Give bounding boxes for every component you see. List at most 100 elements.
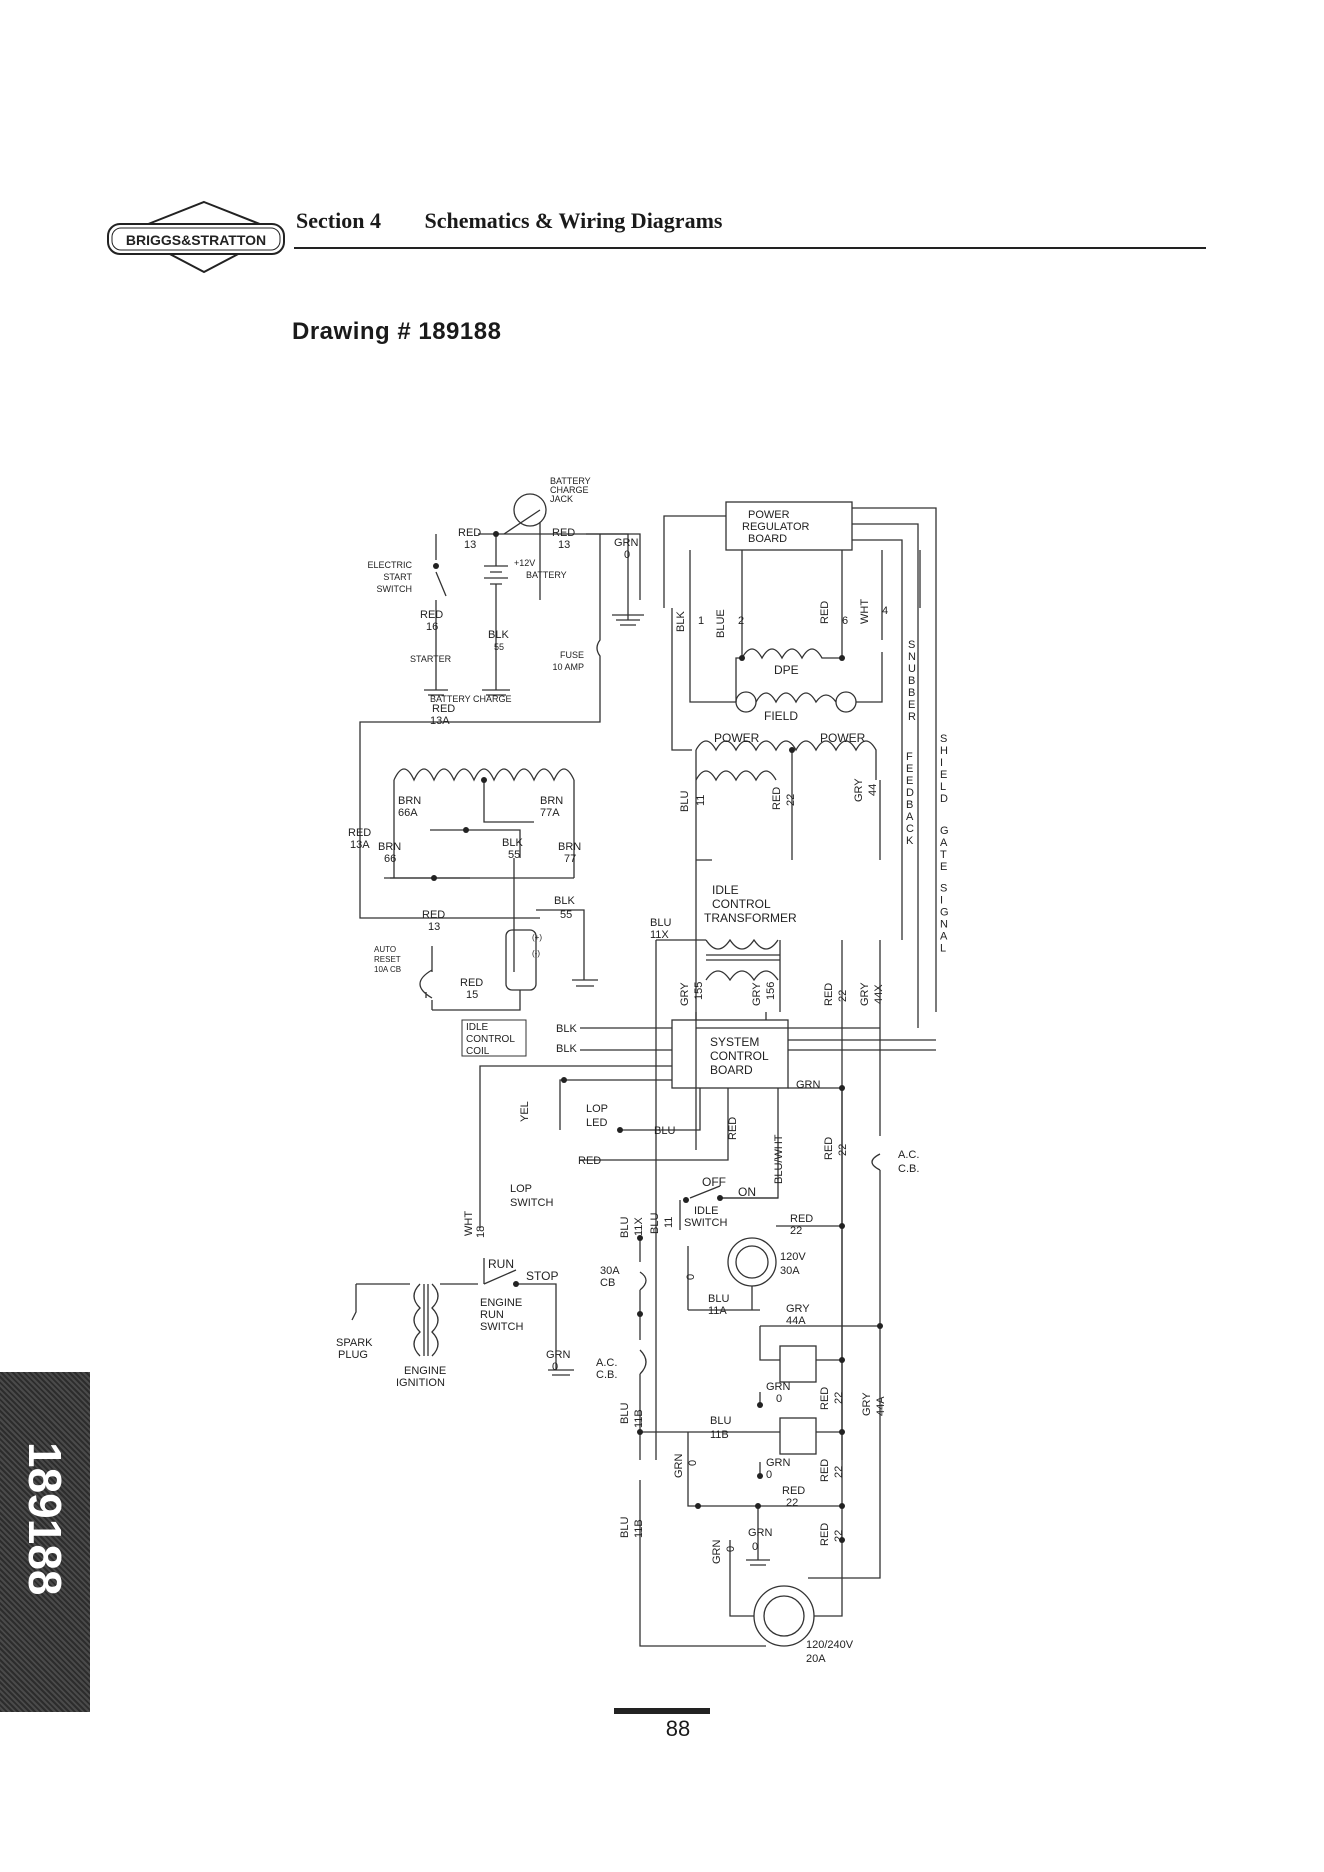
- wire-label: 66: [384, 853, 396, 865]
- wire-label: BLU: [649, 1213, 661, 1234]
- wire-label: 11X: [650, 929, 669, 941]
- wire-label: 22: [837, 990, 849, 1002]
- wire-label: BLU: [679, 791, 691, 812]
- wire-label: BLUE: [715, 609, 727, 638]
- battery-charge-label: BATTERY CHARGE: [430, 694, 512, 704]
- vertical-letter: C: [906, 823, 914, 835]
- wire-label: 0: [725, 1546, 737, 1552]
- page-number-bar: [614, 1708, 710, 1714]
- off-label: OFF: [702, 1175, 726, 1189]
- wire-label: 44A: [786, 1315, 806, 1327]
- vertical-letter: R: [908, 711, 916, 723]
- wire-label: 77A: [540, 807, 560, 819]
- wire-label: 0: [766, 1469, 772, 1481]
- wire-label: WHT: [859, 599, 871, 624]
- on-label: ON: [738, 1185, 756, 1199]
- wire-label: RED: [458, 527, 481, 539]
- wire-label: RED: [348, 827, 371, 839]
- vertical-letter: E: [940, 769, 947, 781]
- dpe-label: DPE: [774, 663, 799, 677]
- vertical-letter: U: [908, 663, 916, 675]
- wire-label: 0: [776, 1393, 782, 1405]
- schematic-wires: [351, 493, 937, 1647]
- logo-text: BRIGGS&STRATTON: [126, 232, 266, 248]
- wire-label: 0: [685, 1274, 697, 1280]
- vertical-letter: F: [906, 751, 913, 763]
- wire-label: RED: [432, 703, 455, 715]
- polarity-label: (+): [532, 933, 542, 942]
- wire-label: GRY: [679, 982, 691, 1006]
- wire-label: RED: [819, 1387, 831, 1410]
- wire-label: 13A: [430, 715, 450, 727]
- starter-label: STARTER: [410, 654, 452, 664]
- wire-label: RED: [422, 909, 445, 921]
- vertical-letter: E: [940, 861, 947, 873]
- wire-label: GRY: [853, 778, 865, 802]
- wire-label: 6: [842, 615, 848, 627]
- wire-label: RED: [790, 1213, 813, 1225]
- wire-label: GRN: [673, 1454, 685, 1479]
- wire-label: 22: [785, 794, 797, 806]
- wire-label: BRN: [540, 795, 563, 807]
- vertical-letter: L: [940, 781, 946, 793]
- wire-label: GRN: [766, 1457, 791, 1469]
- wire-label: 55: [494, 642, 504, 652]
- vertical-letter: A: [940, 837, 948, 849]
- page-header: BRIGGS&STRATTON: [107, 200, 1206, 274]
- section-title: Section 4 Schematics & Wiring Diagrams: [296, 208, 722, 234]
- wire-label: 13: [464, 539, 476, 551]
- wire-label: 15: [466, 989, 478, 1001]
- wire-label: RED: [552, 527, 575, 539]
- vertical-letter: E: [906, 775, 913, 787]
- vertical-letter: E: [908, 699, 915, 711]
- ac-cb-label: A.C.C.B.: [898, 1149, 919, 1175]
- wire-label: BRN: [398, 795, 421, 807]
- wire-label: 13: [558, 539, 570, 551]
- vertical-letter: B: [908, 675, 915, 687]
- vertical-letter: N: [908, 651, 916, 663]
- vertical-letter: S: [940, 733, 947, 745]
- wire-label: 11B: [633, 1409, 645, 1428]
- polarity-label: (-): [532, 949, 540, 958]
- wire-label: BLU: [650, 917, 671, 929]
- vertical-letter: H: [940, 745, 948, 757]
- wire-label: 0: [624, 549, 630, 561]
- wire-label: 11: [695, 795, 707, 806]
- wire-label: 1: [698, 615, 704, 627]
- wire-label: BLU: [708, 1293, 729, 1305]
- vertical-letter: L: [940, 943, 946, 955]
- wire-label: 13A: [350, 839, 370, 851]
- page-number: 88: [665, 1716, 691, 1741]
- wire-label: 0: [687, 1460, 699, 1466]
- wire-label: BLK: [488, 629, 509, 641]
- junction-dots: [431, 531, 883, 1543]
- vertical-letter: K: [906, 835, 914, 847]
- wire-label: BLU: [654, 1125, 675, 1137]
- ac-cb-label: A.C.C.B.: [596, 1357, 617, 1381]
- wire-label: 66A: [398, 807, 418, 819]
- wire-label: 11A: [708, 1305, 727, 1317]
- vertical-letter: G: [940, 907, 949, 919]
- wire-label: RED: [823, 983, 835, 1006]
- wire-label: GRN: [796, 1079, 821, 1091]
- wire-label: 4: [882, 605, 888, 617]
- wire-label: 22: [786, 1497, 798, 1509]
- wire-label: 22: [833, 1392, 845, 1404]
- wire-label: GRN: [711, 1540, 723, 1565]
- wire-label: 2: [738, 615, 744, 627]
- wire-label: 44X: [873, 984, 885, 1004]
- vertical-letter: S: [908, 639, 915, 651]
